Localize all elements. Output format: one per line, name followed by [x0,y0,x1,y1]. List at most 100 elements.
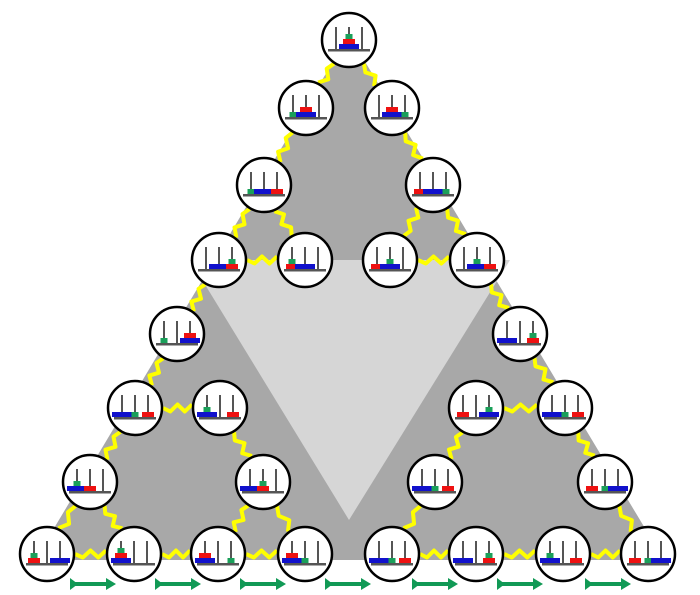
disk-large [467,264,487,269]
arrow-head [621,578,631,590]
peg-base [243,194,285,197]
arrow-head [191,578,201,590]
edge-27 [503,548,537,560]
disk-small [644,558,652,563]
state-node-7 [276,231,334,289]
disk-large [540,558,560,563]
arrow-tail [240,578,248,590]
peg-base [113,563,155,566]
state-node-10 [148,305,206,363]
disk-small [485,553,493,558]
edge-32 [231,504,250,533]
edge-21 [402,504,422,531]
peg-base [584,491,626,494]
state-node-19 [576,453,634,511]
disk-large [497,338,517,343]
edge-13 [162,402,194,414]
peg-base [156,343,198,346]
edge-11 [147,356,165,386]
disk-medium [629,558,641,563]
peg-3 [232,395,234,417]
peg-1 [376,247,378,269]
state-node-8 [361,231,419,289]
peg-2 [391,541,393,563]
peg-3 [447,469,449,491]
arrow-tail [70,578,78,590]
peg-2 [475,395,477,417]
disk-large [651,558,671,563]
disk-large [339,44,359,49]
peg-base [69,491,111,494]
peg-1 [335,27,337,49]
peg-2 [176,321,178,343]
state-node-13 [191,379,249,437]
state-node-15 [536,379,594,437]
edge-5 [232,207,251,239]
peg-3 [404,95,406,117]
bottom-arrow-5 [412,578,458,590]
disk-small [203,407,211,412]
disk-small [442,189,450,194]
edge-10 [489,284,510,310]
disk-medium [586,486,598,491]
disk-large [254,189,274,194]
edge-4 [403,132,424,161]
arrow-tail [412,578,420,590]
disk-small [473,259,481,264]
state-node-1 [320,11,378,69]
disk-medium [257,486,269,491]
peg-1 [549,541,551,563]
edge-24 [161,548,192,560]
disk-large [382,112,402,117]
peg-2 [475,541,477,563]
peg-1 [421,469,423,491]
peg-2 [217,541,219,563]
edge-22 [617,505,634,533]
peg-2 [432,172,434,194]
disk-large [50,558,70,563]
arrow-head [361,578,371,590]
bottom-arrow-1 [70,578,116,590]
disk-small [601,486,609,491]
peg-1 [291,541,293,563]
peg-3 [489,247,491,269]
disk-large [209,264,229,269]
arrow-head [106,578,116,590]
edge-23 [74,548,108,560]
peg-2 [304,247,306,269]
peg-1 [249,469,251,491]
peg-base [197,563,239,566]
edge-15 [232,432,253,458]
peg-3 [404,541,406,563]
edge-7 [246,254,279,266]
state-node-4 [235,156,293,214]
peg-3 [361,27,363,49]
edge-25 [245,548,279,560]
disk-large [112,412,132,417]
disk-medium [483,558,495,563]
disk-large [380,264,400,269]
disk-small [561,412,569,417]
disk-small [117,548,125,553]
peg-3 [532,321,534,343]
disk-medium [286,553,298,558]
peg-base [285,117,327,120]
peg-3 [59,541,61,563]
peg-1 [419,172,421,194]
peg-1 [462,395,464,417]
nodes-layer [18,11,677,583]
peg-base [456,269,498,272]
peg-2 [219,395,221,417]
peg-2 [134,395,136,417]
edge-20 [275,505,292,532]
disk-medium [28,558,40,563]
disk-large [240,486,260,491]
disk-small [259,481,267,486]
state-node-5 [404,156,462,214]
peg-3 [147,395,149,417]
disk-large [282,558,302,563]
edge-29 [273,209,294,236]
disk-small [73,481,81,486]
edge-8 [417,254,451,266]
